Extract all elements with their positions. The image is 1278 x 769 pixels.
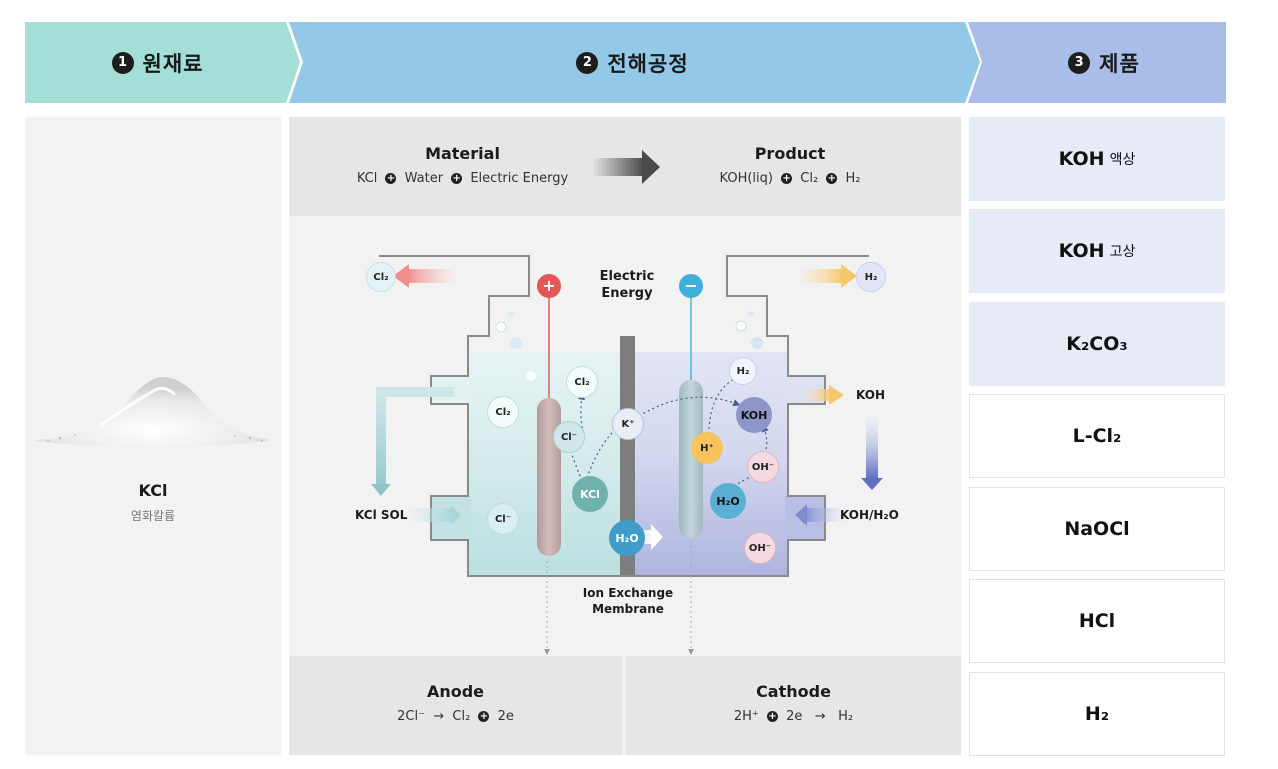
anode-box: Anode 2Cl⁻ → Cl₂ + 2e bbox=[289, 656, 622, 755]
product-koh-solid: KOH 고상 bbox=[969, 209, 1225, 293]
material-title: Material bbox=[425, 144, 500, 163]
kcl-sol-label: KCl SOL bbox=[355, 508, 408, 522]
reaction-term: 2e bbox=[497, 709, 514, 724]
material-items: KCl + Water + Electric Energy bbox=[330, 171, 595, 186]
step-number: 3 bbox=[1068, 51, 1091, 74]
raw-material-korean: 염화칼륨 bbox=[130, 509, 176, 523]
step-raw-material: 1 원재료 bbox=[25, 22, 290, 103]
step-label: 전해공정 bbox=[607, 51, 689, 76]
step3-arrow-shape bbox=[968, 22, 1226, 103]
reaction-term: 2e bbox=[786, 709, 803, 724]
koh-output-label: KOH bbox=[856, 388, 886, 402]
reaction-term: H₂ bbox=[838, 709, 854, 724]
oh-ion-bubble: OH⁻ bbox=[747, 451, 779, 483]
step-header-arrows bbox=[25, 22, 1226, 103]
product-name: HCl bbox=[1078, 610, 1116, 632]
step-electrolysis: 2 전해공정 bbox=[300, 22, 965, 103]
h2-ion-bubble: H₂ bbox=[729, 357, 757, 385]
product-name: K₂CO₃ bbox=[1066, 333, 1128, 355]
cl2-output-bubble: Cl₂ bbox=[366, 262, 396, 292]
raw-material-name: KCl bbox=[138, 481, 168, 500]
kcl-powder-image bbox=[35, 376, 270, 447]
cathode-sign: − bbox=[684, 276, 697, 295]
cl-ion-bubble: Cl⁻ bbox=[487, 503, 519, 535]
k-plus-ion-bubble: K⁺ bbox=[612, 408, 644, 440]
plus-icon: + bbox=[766, 711, 778, 722]
step-label: 원재료 bbox=[142, 51, 204, 76]
product-suffix: 액상 bbox=[1109, 152, 1136, 168]
material-item: Water bbox=[404, 171, 444, 186]
plus-icon: + bbox=[385, 173, 397, 184]
cl2-ion-bubble: Cl₂ bbox=[566, 366, 598, 398]
koh-h2o-input-label: KOH/H₂O bbox=[840, 508, 899, 522]
reaction-arrow: → bbox=[814, 709, 826, 724]
product-title: Product bbox=[754, 144, 826, 163]
anode-sign: + bbox=[542, 276, 555, 295]
step-label: 제품 bbox=[1099, 51, 1140, 76]
cl-ion-bubble: Cl⁻ bbox=[553, 421, 585, 453]
material-item: KCl bbox=[356, 171, 378, 186]
step2-arrow-shape bbox=[289, 22, 980, 103]
reaction-term: Cl₂ bbox=[452, 709, 471, 724]
material-block: Material KCl + Water + Electric Energy bbox=[330, 144, 595, 186]
cl2-ion-bubble: Cl₂ bbox=[487, 396, 519, 428]
h2o-molecule-bubble: H₂O bbox=[710, 483, 746, 519]
cathode-reaction: 2H⁺ + 2e → H₂ bbox=[626, 709, 961, 724]
reaction-term: 2H⁺ bbox=[733, 709, 759, 724]
reaction-arrow: → bbox=[433, 709, 445, 724]
plus-icon: + bbox=[826, 173, 838, 184]
h2-output-bubble: H₂ bbox=[856, 262, 886, 292]
product-naocl: NaOCl bbox=[969, 487, 1225, 571]
h2o-transfer-bubble: H₂O bbox=[609, 520, 645, 556]
step-number: 1 bbox=[111, 51, 134, 74]
anode-reaction: 2Cl⁻ → Cl₂ + 2e bbox=[289, 709, 622, 724]
kcl-molecule-bubble: KCl bbox=[572, 476, 608, 512]
ion-exchange-membrane-label: Ion Exchange Membrane bbox=[582, 586, 674, 616]
product-name: NaOCl bbox=[1064, 518, 1130, 540]
reaction-term: 2Cl⁻ bbox=[397, 709, 425, 724]
product-name: KOH bbox=[1058, 148, 1105, 170]
product-item: KOH(liq) bbox=[719, 171, 773, 186]
oh-ion-bubble: OH⁻ bbox=[744, 532, 776, 564]
product-name: H₂ bbox=[1084, 703, 1110, 725]
plus-icon: + bbox=[451, 173, 463, 184]
step-products: 3 제품 bbox=[982, 22, 1226, 103]
product-block: Product KOH(liq) + Cl₂ + H₂ bbox=[680, 144, 900, 186]
product-items: KOH(liq) + Cl₂ + H₂ bbox=[680, 171, 900, 186]
product-suffix: 고상 bbox=[1109, 244, 1136, 260]
anode-title: Anode bbox=[426, 682, 485, 701]
material-item: Electric Energy bbox=[470, 171, 569, 186]
product-k2co3: K₂CO₃ bbox=[969, 302, 1225, 386]
plus-icon: + bbox=[781, 173, 793, 184]
koh-molecule-bubble: KOH bbox=[736, 397, 772, 433]
product-item: H₂ bbox=[845, 171, 861, 186]
cathode-box: Cathode 2H⁺ + 2e → H₂ bbox=[626, 656, 961, 755]
electric-energy-label: Electric Energy bbox=[599, 269, 655, 301]
product-hcl: HCl bbox=[969, 579, 1225, 663]
product-l-cl2: L-Cl₂ bbox=[969, 394, 1225, 478]
h-plus-ion-bubble: H⁺ bbox=[691, 432, 723, 464]
material-to-product-arrow-icon bbox=[592, 150, 660, 184]
plus-icon: + bbox=[478, 711, 490, 722]
product-koh-liquid: KOH 액상 bbox=[969, 117, 1225, 201]
product-h2: H₂ bbox=[969, 672, 1225, 756]
product-item: Cl₂ bbox=[800, 171, 819, 186]
step1-arrow-shape bbox=[25, 22, 300, 103]
product-name: L-Cl₂ bbox=[1072, 425, 1122, 447]
cathode-title: Cathode bbox=[756, 682, 831, 701]
step-number: 2 bbox=[576, 51, 599, 74]
product-name: KOH bbox=[1058, 240, 1105, 262]
